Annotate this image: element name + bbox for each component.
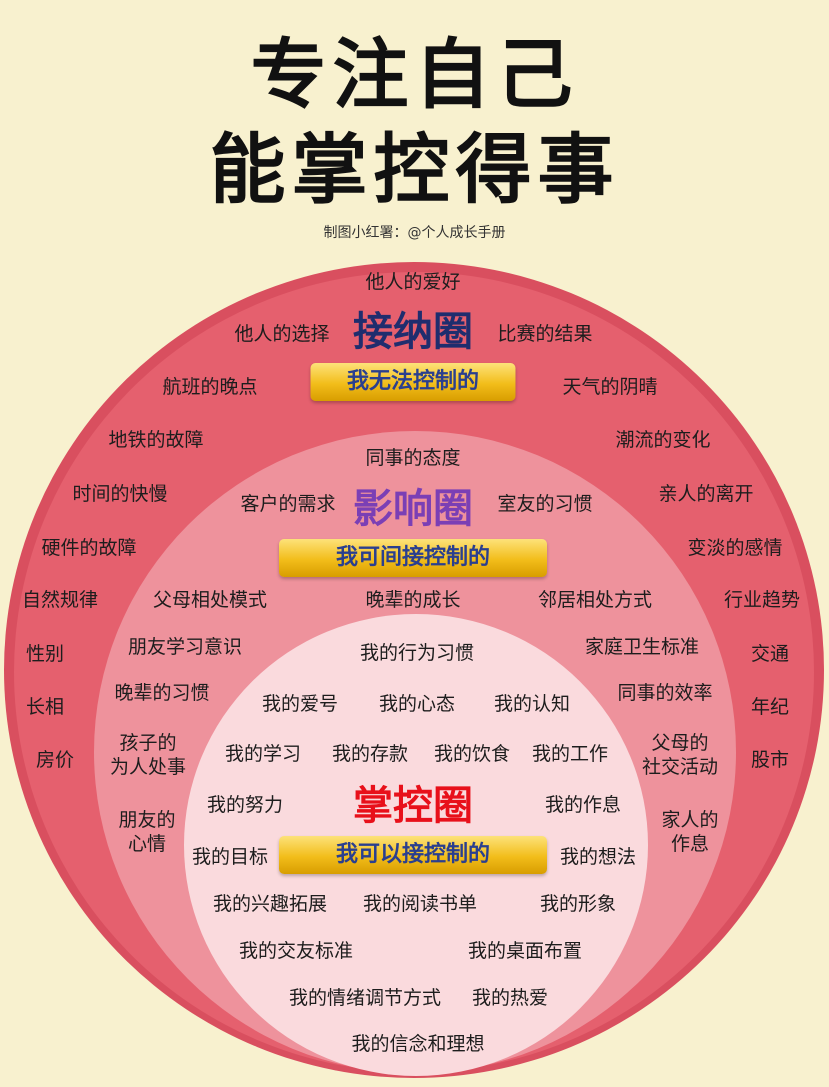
outer-circle-item: 交通 bbox=[750, 643, 790, 665]
outer-circle-item: 房价 bbox=[35, 749, 75, 771]
inner-circle-item: 我的信念和理想 bbox=[351, 1033, 485, 1055]
inner-circle-item: 我的行为习惯 bbox=[359, 642, 475, 664]
outer-circle-item: 航班的晚点 bbox=[162, 376, 258, 398]
outer-circle-item: 他人的爱好 bbox=[365, 271, 461, 293]
middle-circle-item: 同事的态度 bbox=[365, 447, 461, 469]
inner-circle-item: 我的热爱 bbox=[471, 987, 549, 1009]
control-circle-title: 掌控圈 bbox=[353, 783, 473, 829]
inner-circle-item: 我的目标 bbox=[191, 846, 269, 868]
outer-circle-item: 股市 bbox=[750, 749, 790, 771]
inner-circle-item: 我的阅读书单 bbox=[362, 893, 478, 915]
inner-circle-item: 我的认知 bbox=[493, 693, 571, 715]
outer-circle-item: 时间的快慢 bbox=[72, 483, 168, 505]
outer-circle-item: 潮流的变化 bbox=[615, 429, 711, 451]
inner-circle-item: 我的作息 bbox=[544, 794, 622, 816]
outer-circle-item: 天气的阴晴 bbox=[562, 376, 658, 398]
outer-circle-item: 他人的选择 bbox=[234, 323, 330, 345]
outer-circle-item: 行业趋势 bbox=[723, 589, 801, 611]
inner-circle-item: 我的心态 bbox=[378, 693, 456, 715]
middle-circle-item: 晚辈的习惯 bbox=[114, 682, 210, 704]
middle-circle-item: 父母相处模式 bbox=[152, 589, 268, 611]
outer-circle-item: 长相 bbox=[25, 696, 65, 718]
inner-circle-item: 我的交友标准 bbox=[238, 940, 354, 962]
outer-circle-item: 性别 bbox=[25, 643, 65, 665]
inner-circle-item: 我的努力 bbox=[206, 794, 284, 816]
middle-circle-item: 朋友学习意识 bbox=[127, 636, 243, 658]
outer-circle-item: 自然规律 bbox=[21, 589, 99, 611]
inner-circle-item: 我的情绪调节方式 bbox=[288, 987, 442, 1009]
inner-circle-item: 我的爱号 bbox=[261, 693, 339, 715]
indirect-control-badge: 我可间接控制的 bbox=[279, 539, 547, 577]
outer-circle-item: 亲人的离开 bbox=[658, 483, 754, 505]
inner-circle-item: 我的饮食 bbox=[433, 743, 511, 765]
inner-circle-item: 我的想法 bbox=[559, 846, 637, 868]
inner-circle-item: 我的形象 bbox=[539, 893, 617, 915]
outer-circle-item: 变淡的感情 bbox=[687, 537, 783, 559]
inner-circle-item: 我的学习 bbox=[224, 743, 302, 765]
middle-circle-item: 同事的效率 bbox=[617, 682, 713, 704]
inner-circle-item: 我的存款 bbox=[331, 743, 409, 765]
middle-circle-item: 客户的需求 bbox=[240, 493, 336, 515]
middle-circle-item: 朋友的 心情 bbox=[118, 809, 176, 855]
influence-circle-title: 影响圈 bbox=[353, 486, 473, 532]
outer-circle-item: 地铁的故障 bbox=[108, 429, 204, 451]
middle-circle-item: 晚辈的成长 bbox=[365, 589, 461, 611]
middle-circle-item: 父母的 社交活动 bbox=[641, 732, 719, 778]
middle-circle-item: 邻居相处方式 bbox=[537, 589, 653, 611]
outer-circle-item: 年纪 bbox=[750, 696, 790, 718]
middle-circle-item: 家人的 作息 bbox=[661, 809, 719, 855]
acceptance-circle-title: 接纳圈 bbox=[353, 309, 473, 355]
inner-circle-item: 我的桌面布置 bbox=[467, 940, 583, 962]
title-line-1: 专注自己 bbox=[250, 30, 579, 119]
subtitle: 制图小红署：@个人成长手册 bbox=[323, 225, 506, 241]
outer-circle-item: 比赛的结果 bbox=[497, 323, 593, 345]
middle-circle-item: 家庭卫生标准 bbox=[584, 636, 700, 658]
middle-circle-item: 孩子的 为人处事 bbox=[109, 732, 187, 778]
middle-circle-item: 室友的习惯 bbox=[497, 493, 593, 515]
direct-control-badge: 我可以接控制的 bbox=[279, 836, 547, 874]
cannot-control-badge: 我无法控制的 bbox=[310, 363, 516, 401]
inner-circle-item: 我的兴趣拓展 bbox=[212, 893, 328, 915]
title-line-2: 能掌控得事 bbox=[209, 125, 620, 214]
inner-circle-item: 我的工作 bbox=[531, 743, 609, 765]
outer-circle-item: 硬件的故障 bbox=[41, 537, 137, 559]
